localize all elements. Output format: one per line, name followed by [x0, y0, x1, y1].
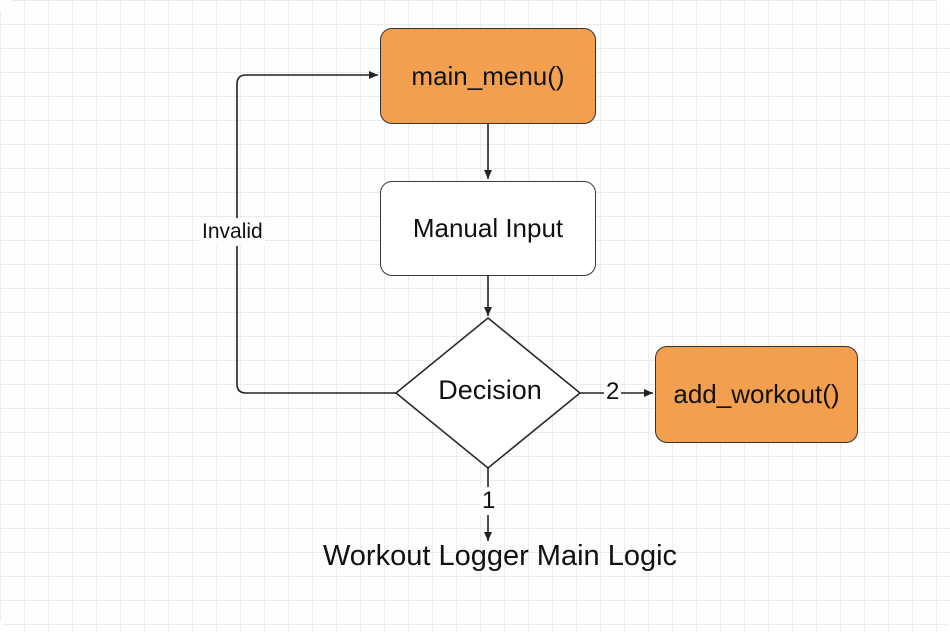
edge-label-invalid: Invalid: [200, 218, 265, 246]
node-main-menu[interactable]: main_menu(): [380, 28, 596, 124]
node-main-menu-label: main_menu(): [411, 60, 565, 91]
node-add-workout[interactable]: add_workout(): [655, 346, 858, 443]
diagram-caption: Workout Logger Main Logic: [322, 540, 678, 572]
edge-label-option-one: 1: [480, 487, 498, 515]
node-manual-input-label: Manual Input: [412, 213, 564, 243]
node-manual-input[interactable]: Manual Input: [380, 181, 596, 276]
edge-label-option-two: 2: [604, 378, 622, 406]
node-add-workout-label: add_workout(): [673, 379, 840, 409]
decision-label-text: Decision: [438, 374, 542, 405]
decision-label: Decision: [400, 370, 580, 410]
